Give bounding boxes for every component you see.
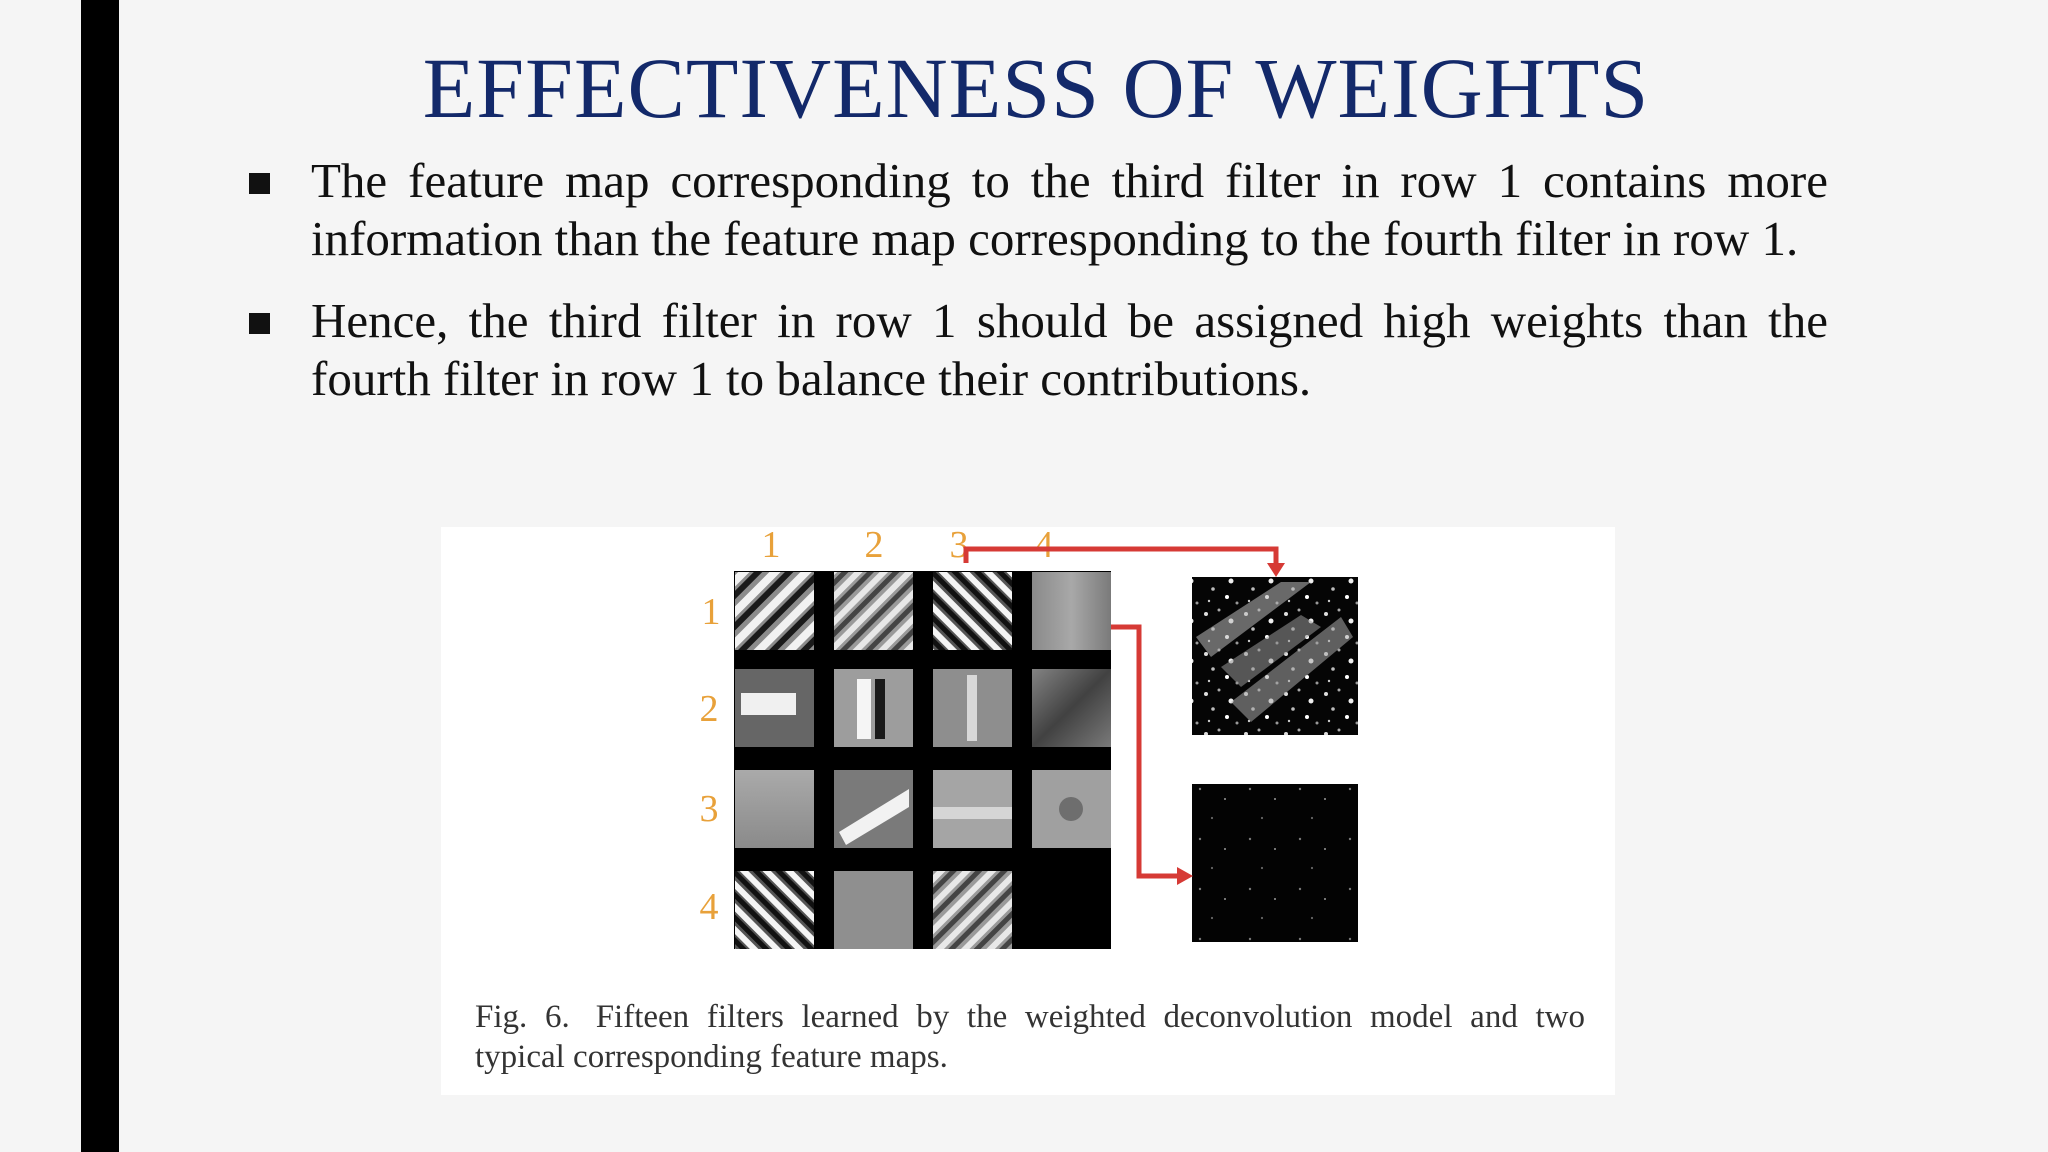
caption-label: Fig. 6. [475,999,570,1035]
filter-stroke [1059,797,1083,821]
filter-cell [834,871,913,949]
filter-cell [735,572,814,650]
arrowhead-icon [1177,867,1193,885]
left-accent-bar [81,0,119,1152]
row-label: 3 [700,788,719,830]
row-label: 1 [702,591,721,633]
filter-cell [834,669,913,747]
arrowhead-icon [1267,563,1285,577]
caption-text: Fifteen filters learned by the weighted … [475,999,1585,1075]
bullet-list: The feature map corresponding to the thi… [244,152,1828,432]
filter-cell [933,572,1012,650]
filter-stroke [967,675,977,741]
figure-caption: Fig. 6.Fifteen filters learned by the we… [475,997,1585,1077]
filter-stroke [933,807,1012,819]
filter-cell-empty [1032,871,1111,949]
bullet-item: The feature map corresponding to the thi… [244,152,1828,268]
filter-cell [1032,572,1111,650]
filter-cell [933,871,1012,949]
filter-cell [735,871,814,949]
column-label: 2 [865,527,884,566]
filter-stroke [839,789,909,845]
square-bullet-icon [249,313,270,334]
filter-cell [834,572,913,650]
arrow-to-feature-map-sparse [1111,624,1182,879]
filter-grid-figure: 1 2 3 4 1 2 3 4 [700,527,1358,949]
feature-map-texture [1196,582,1353,722]
bullet-item: Hence, the third filter in row 1 should … [244,292,1828,408]
figure: 1 2 3 4 1 2 3 4 Fig. 6.Fifteen filters l… [441,527,1615,1095]
bullet-text: The feature map corresponding to the thi… [311,153,1828,266]
filter-stroke [875,679,885,739]
filter-stroke [857,679,871,739]
feature-map-sparse [1192,784,1358,942]
column-label: 1 [762,527,781,566]
row-label: 2 [700,688,719,730]
square-bullet-icon [249,173,270,194]
arrow-to-feature-map-rich [963,546,1279,569]
filter-cell [735,770,814,848]
filter-cell [1032,669,1111,747]
row-label: 4 [700,886,719,928]
bullet-text: Hence, the third filter in row 1 should … [311,293,1828,406]
slide-title: EFFECTIVENESS OF WEIGHTS [422,40,1650,136]
filter-stroke [741,693,796,715]
